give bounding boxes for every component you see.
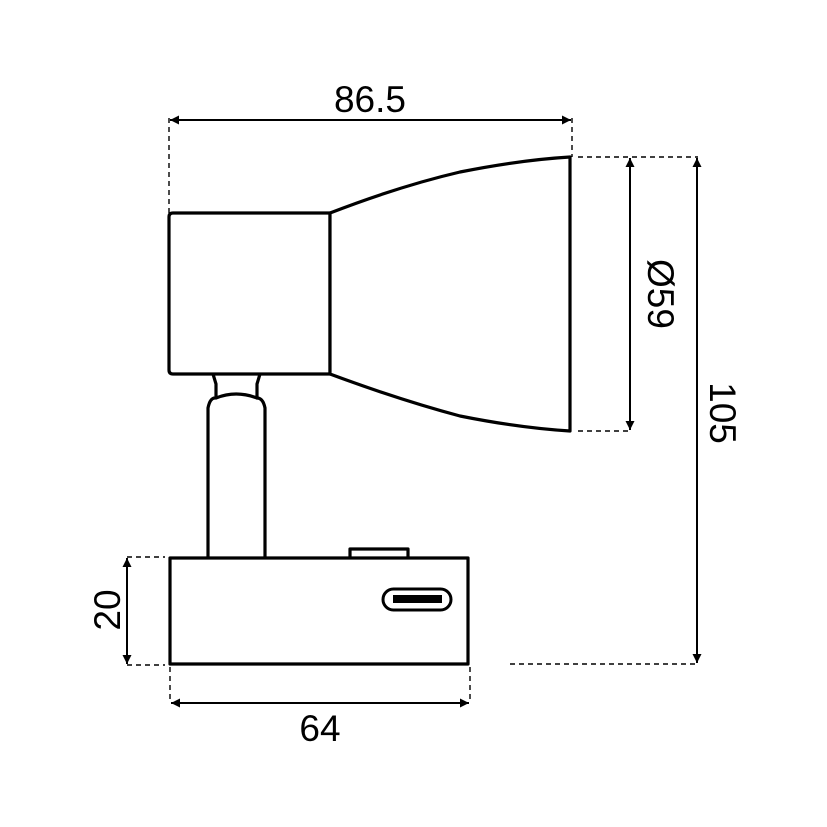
dimension-overall-length: 86.5 (168, 79, 573, 213)
dimension-label-head-diameter: Ø59 (640, 259, 681, 329)
lamp-body (167, 155, 572, 666)
dimension-label-base-height: 20 (87, 589, 128, 630)
dimension-base-height: 20 (87, 556, 165, 666)
stem (206, 391, 267, 557)
dimension-label-overall-height: 105 (702, 382, 743, 444)
dimension-head-diameter: Ø59 (578, 156, 698, 432)
usb-c-port-slot (393, 595, 442, 603)
head-cylinder (167, 211, 332, 376)
neck (211, 373, 262, 400)
dimension-base-width: 64 (169, 667, 471, 749)
lamp-shade (328, 155, 572, 433)
dimension-label-overall-length: 86.5 (334, 79, 406, 120)
dimension-overall-height: 105 (510, 158, 743, 665)
dimension-label-base-width: 64 (299, 708, 340, 749)
